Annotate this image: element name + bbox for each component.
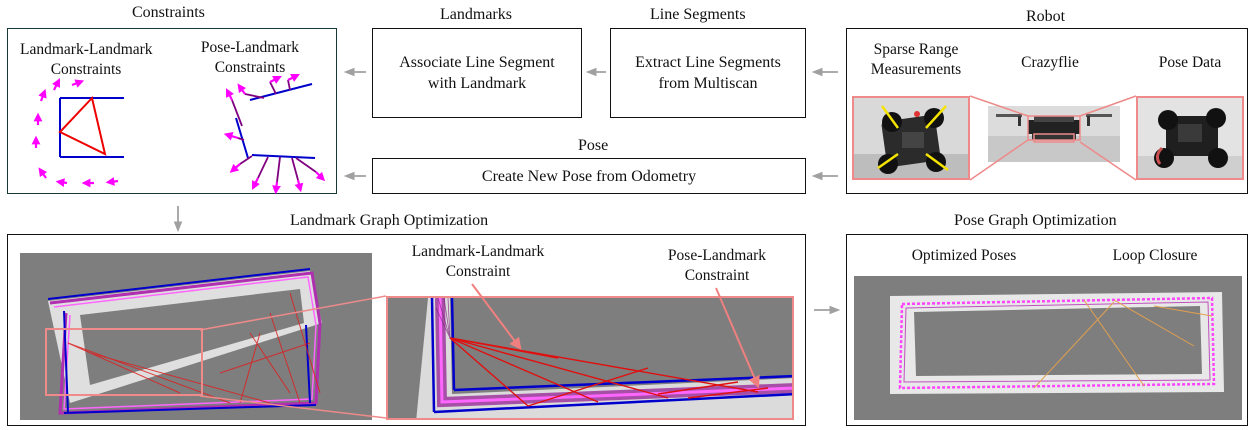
optimized-poses-label: Optimized Poses bbox=[911, 247, 1017, 264]
sparse-range-line2: Measurements bbox=[870, 61, 962, 78]
ll-constraint-label: Landmark-Landmark Constraint bbox=[392, 242, 564, 282]
ll-constraint-line2: Constraint bbox=[445, 263, 511, 280]
crazyflie-photo bbox=[988, 106, 1120, 162]
pl-landmark-line-bottom bbox=[251, 154, 316, 159]
sparse-range-line1: Sparse Range bbox=[873, 41, 959, 58]
robot-title: Robot bbox=[1026, 8, 1066, 25]
lgo-map-zoom bbox=[386, 296, 794, 420]
create-pose-box: Create New Pose from Odometry bbox=[372, 158, 806, 194]
pl-label-line1: Pose-Landmark bbox=[200, 39, 300, 56]
landmark-landmark-diagram bbox=[31, 78, 124, 188]
associate-line2: with Landmark bbox=[427, 75, 527, 92]
ll-label-line2: Constraints bbox=[50, 61, 122, 78]
pl-landmark-line-left bbox=[235, 117, 249, 159]
lgo-map-overview-svg bbox=[45, 268, 322, 415]
sparse-range-drone-icon bbox=[854, 105, 968, 178]
ll-constraint-line1: Landmark-Landmark bbox=[411, 243, 545, 260]
pl-label-line2: Constraints bbox=[214, 59, 286, 76]
sparse-range-label: Sparse Range Measurements bbox=[858, 40, 974, 80]
ll-label-line1: Landmark-Landmark bbox=[20, 41, 153, 58]
extract-line1: Extract Line Segments bbox=[635, 54, 781, 71]
landmarks-title: Landmarks bbox=[440, 6, 512, 23]
constraints-panel bbox=[7, 28, 337, 194]
pose-arrows-ll bbox=[31, 78, 119, 188]
sparse-range-photo bbox=[852, 96, 970, 180]
line-segments-title: Line Segments bbox=[650, 6, 746, 23]
lgo-map-overview bbox=[20, 253, 372, 420]
pl-constraint-lines bbox=[231, 79, 317, 183]
pose-data-photo bbox=[1136, 96, 1244, 180]
pgo-map-svg bbox=[890, 292, 1224, 394]
create-pose-text: Create New Pose from Odometry bbox=[481, 167, 697, 185]
pose-graph-title: Pose Graph Optimization bbox=[954, 212, 1117, 229]
landmark-constraint-triangle bbox=[58, 95, 107, 156]
pose-arrows-pl bbox=[223, 74, 326, 195]
crazyflie-label: Crazyflie bbox=[1021, 54, 1079, 71]
loop-closure-label: Loop Closure bbox=[1112, 247, 1198, 264]
pl-constraint-line2: Constraint bbox=[684, 267, 750, 284]
lgo-map-zoom-svg bbox=[416, 298, 792, 418]
pose-data-label: Pose Data bbox=[1158, 54, 1222, 71]
pgo-map bbox=[854, 276, 1242, 420]
associate-box: Associate Line Segment with Landmark bbox=[372, 28, 582, 118]
constraints-title: Constraints bbox=[132, 4, 205, 21]
pose-landmark-diagram bbox=[223, 74, 326, 195]
pl-constraint-label: Pose-Landmark Constraint bbox=[650, 246, 784, 286]
pose-data-drone-icon bbox=[1138, 108, 1242, 178]
landmark-graph-title: Landmark Graph Optimization bbox=[290, 212, 489, 229]
pl-constraint-line1: Pose-Landmark bbox=[667, 247, 767, 264]
extract-box: Extract Line Segments from Multiscan bbox=[610, 28, 806, 118]
pose-title: Pose bbox=[578, 137, 609, 154]
pose-landmark-constraints-label: Pose-Landmark Constraints bbox=[200, 38, 300, 78]
associate-line1: Associate Line Segment bbox=[399, 54, 555, 71]
landmark-landmark-constraints-label: Landmark-Landmark Constraints bbox=[20, 40, 153, 80]
extract-line2: from Multiscan bbox=[658, 75, 758, 92]
crazyflie-drone-icon bbox=[988, 114, 1120, 162]
